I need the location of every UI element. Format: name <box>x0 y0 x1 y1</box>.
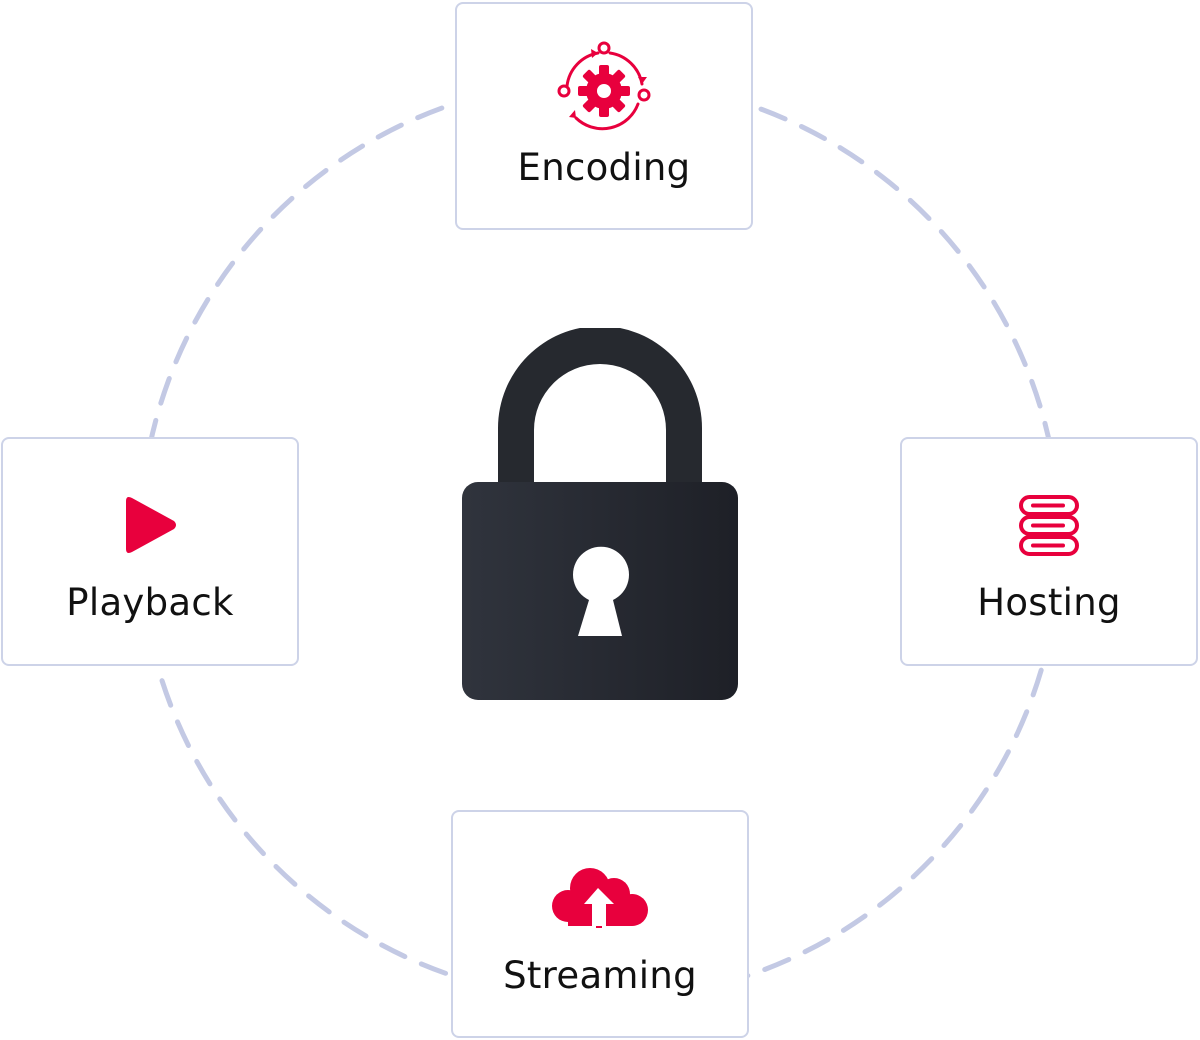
keyhole-icon <box>573 546 629 636</box>
node-card-playback: Playback <box>1 437 299 666</box>
cloud-upload-icon <box>548 852 652 944</box>
padlock-icon <box>462 328 738 700</box>
gear-cycle-icon <box>554 41 654 136</box>
node-label-hosting: Hosting <box>977 581 1121 624</box>
server-stack-icon <box>1017 479 1081 571</box>
node-card-hosting: Hosting <box>900 437 1198 666</box>
node-label-encoding: Encoding <box>517 145 691 189</box>
play-icon <box>120 479 180 571</box>
node-card-streaming: Streaming <box>451 810 749 1038</box>
padlock-shackle <box>498 328 702 486</box>
node-label-streaming: Streaming <box>503 953 697 997</box>
node-card-encoding: Encoding <box>455 2 753 230</box>
node-label-playback: Playback <box>66 581 234 624</box>
